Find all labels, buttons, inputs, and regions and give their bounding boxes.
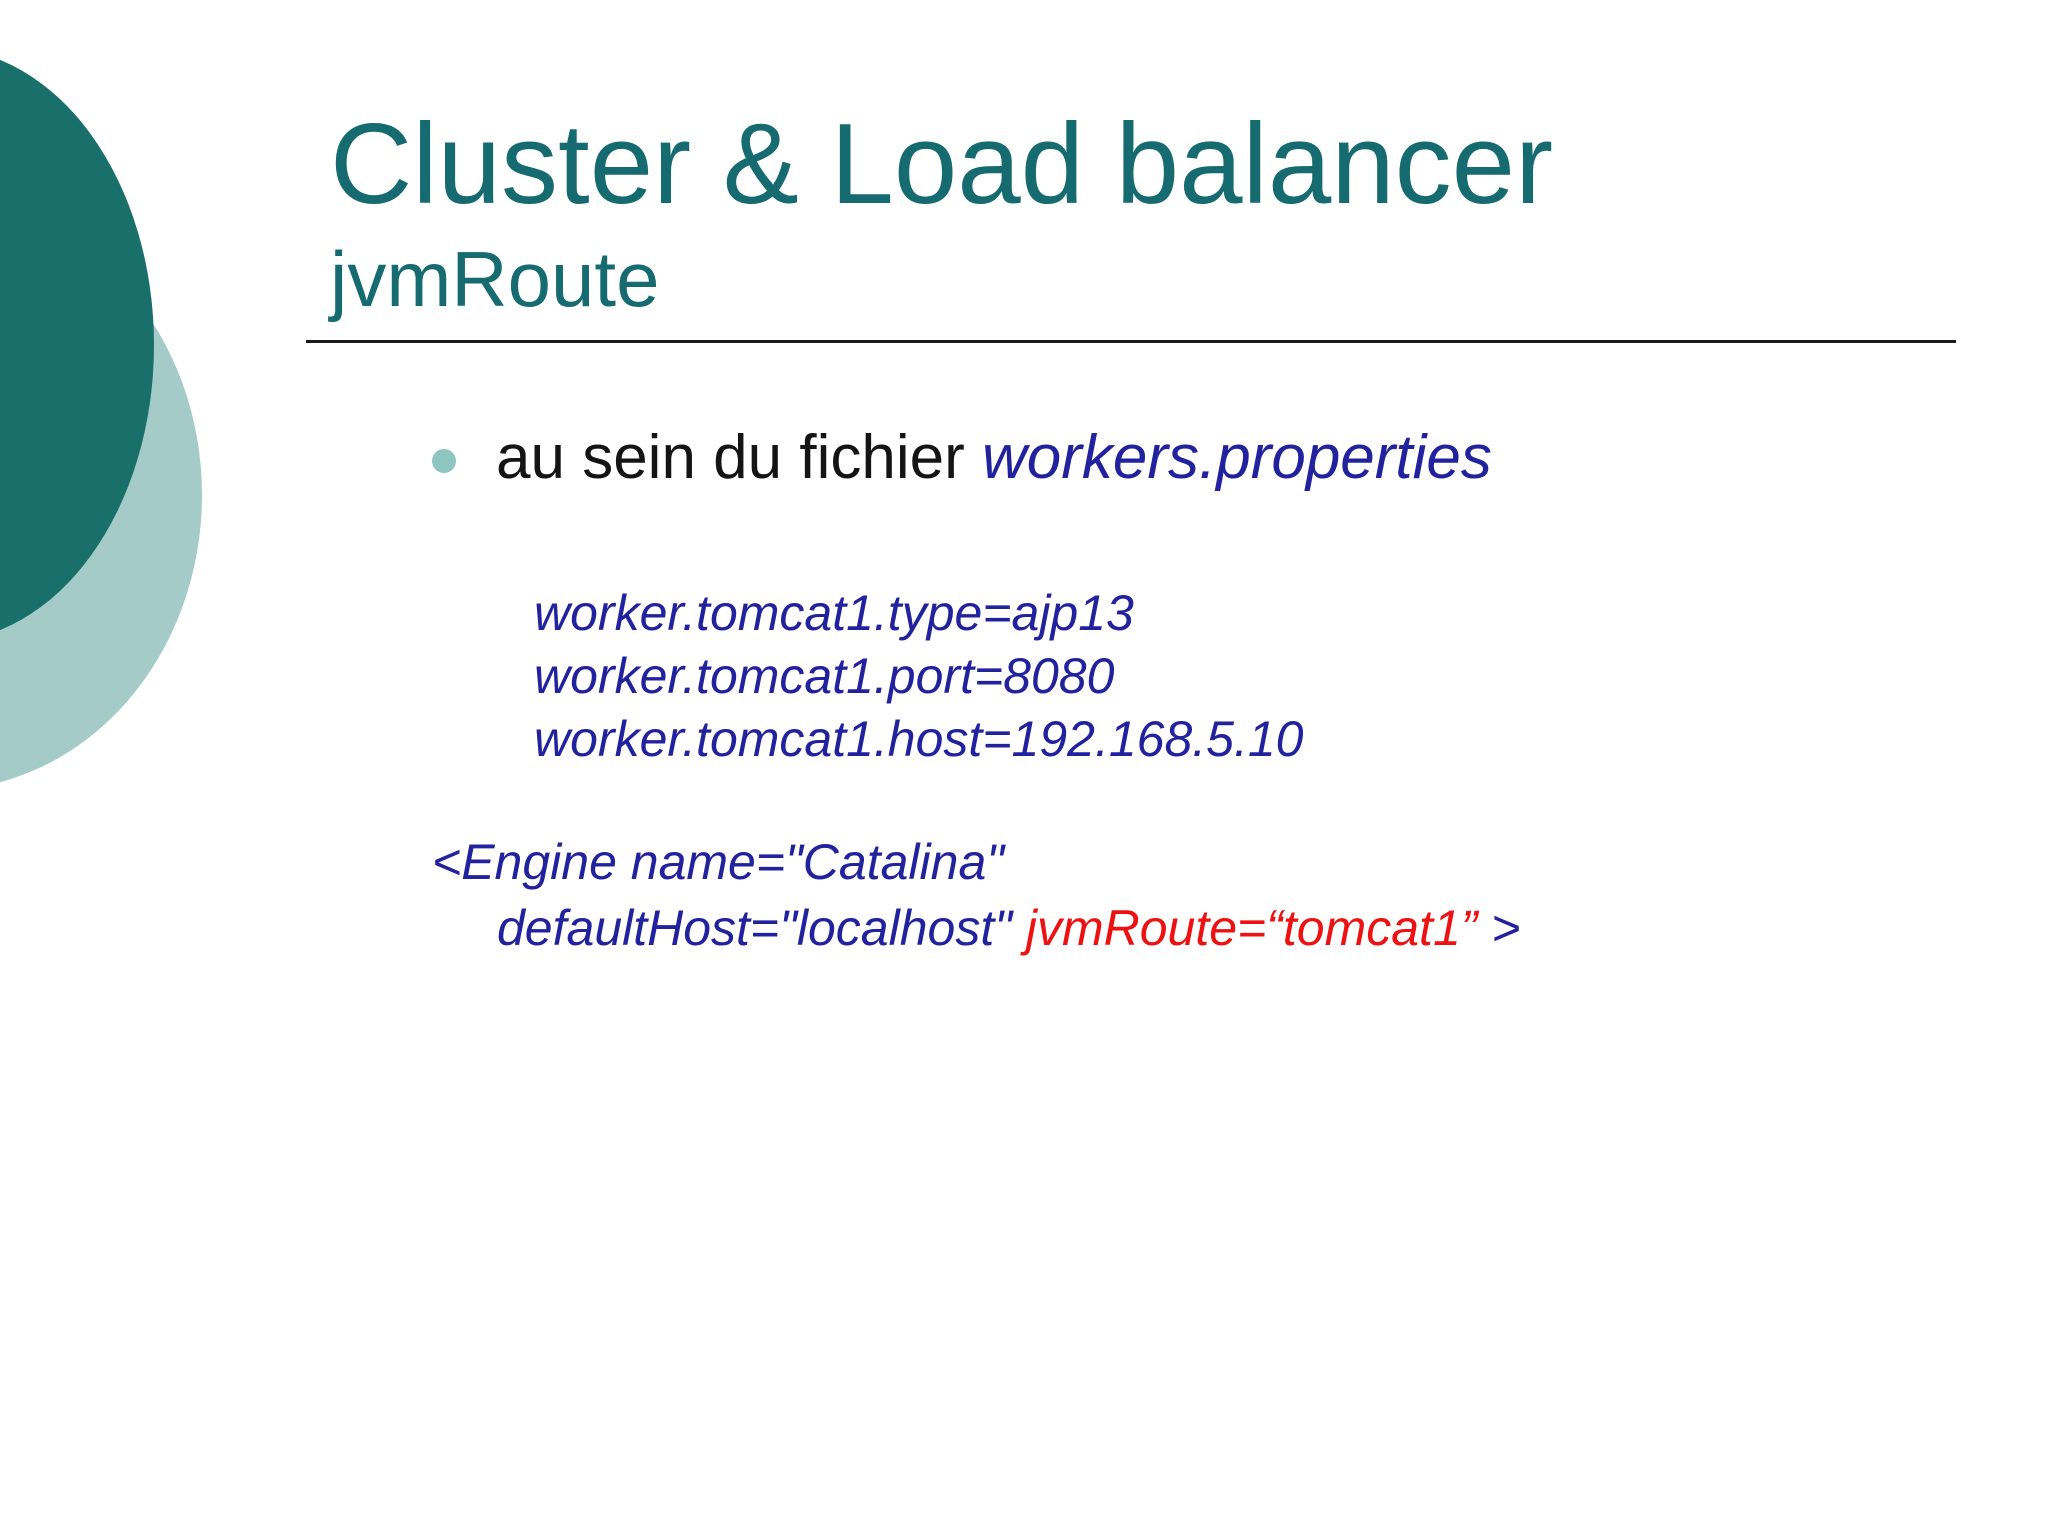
code-line-port: worker.tomcat1.port=8080 bbox=[534, 648, 1115, 704]
slide-title: Cluster & Load balancer bbox=[330, 101, 1554, 228]
server-xml-snippet: <Engine name="Catalina" defaultHost="loc… bbox=[432, 829, 1521, 961]
bullet-text-filename: workers.properties bbox=[981, 423, 1492, 492]
engine-jvmroute-highlight: jvmRoute=“tomcat1” bbox=[1025, 900, 1478, 956]
workers-properties-snippet: worker.tomcat1.type=ajp13 worker.tomcat1… bbox=[534, 582, 1303, 771]
code-line-host: worker.tomcat1.host=192.168.5.10 bbox=[534, 711, 1304, 767]
engine-line-1: <Engine name="Catalina" bbox=[432, 834, 1004, 890]
engine-close-bracket: > bbox=[1477, 900, 1521, 956]
bullet-item: au sein du fichier workers.properties bbox=[432, 422, 1492, 493]
bullet-marker-icon bbox=[432, 449, 456, 473]
engine-default-host: defaultHost="localhost" bbox=[497, 900, 1026, 956]
engine-line-2: defaultHost="localhost" jvmRoute=“tomcat… bbox=[432, 895, 1521, 961]
title-divider bbox=[306, 340, 1956, 343]
bullet-text-plain: au sein du fichier bbox=[496, 423, 982, 492]
title-block: Cluster & Load balancer jvmRoute bbox=[330, 101, 1554, 323]
slide-subtitle: jvmRoute bbox=[330, 235, 660, 323]
bullet-text: au sein du fichier workers.properties bbox=[496, 422, 1492, 493]
code-line-type: worker.tomcat1.type=ajp13 bbox=[534, 585, 1134, 641]
